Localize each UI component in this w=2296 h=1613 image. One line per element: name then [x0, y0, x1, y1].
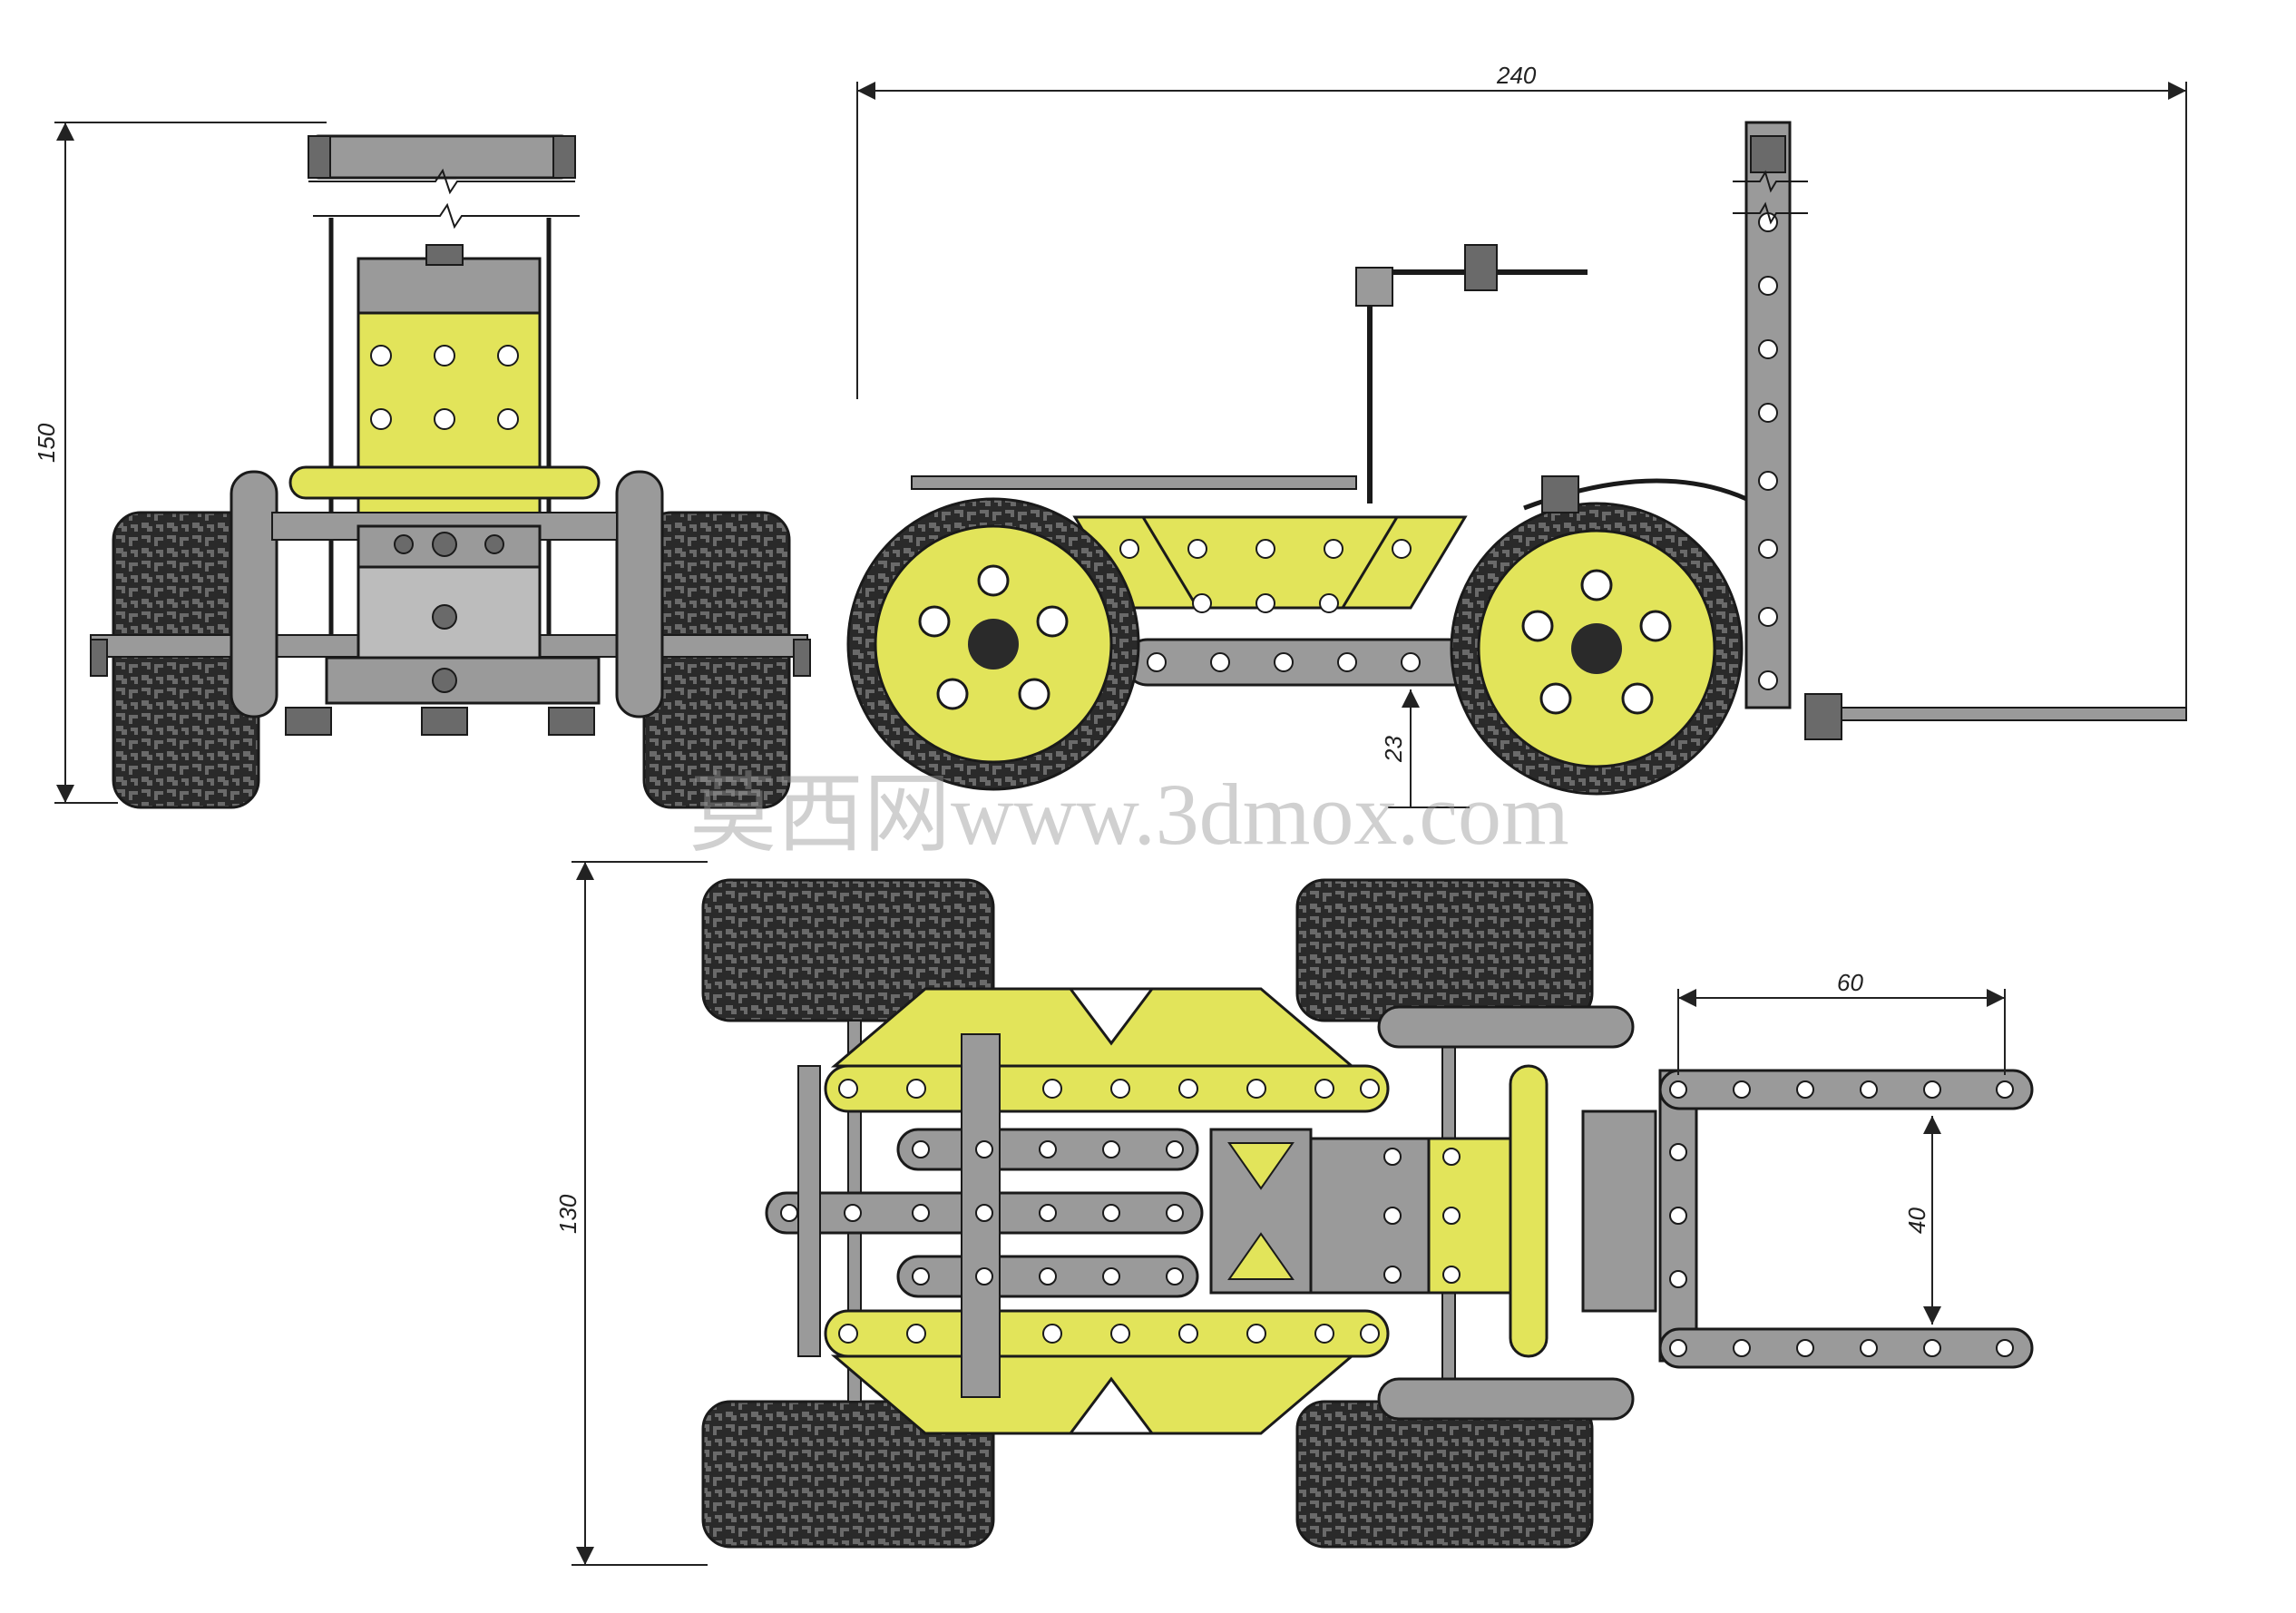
side-length-dimension: 240 [856, 62, 2187, 717]
side-front-wheel [1450, 502, 1744, 796]
top-fork-length-dimension: 60 [1677, 969, 2006, 1075]
top-yellow-truss-upper [830, 987, 1356, 1068]
side-view: 240 [846, 62, 2187, 808]
side-clearance-dimension: 23 [1380, 689, 1470, 808]
side-rear-wheel [846, 497, 1140, 791]
front-height-dimension: 150 [33, 122, 327, 804]
watermark: 莫西网www.3dmox.com [689, 766, 1569, 863]
top-fork-gap-label: 40 [1903, 1207, 1930, 1234]
side-fork-tine [1809, 707, 2187, 721]
top-width-dimension: 130 [554, 861, 708, 1566]
top-yellow-truss-lower [830, 1354, 1356, 1435]
front-right-tire [642, 511, 791, 809]
front-height-label: 150 [33, 423, 60, 463]
top-width-label: 130 [554, 1194, 581, 1234]
side-yellow-truss [1072, 515, 1468, 610]
side-length-label: 240 [1496, 62, 1537, 89]
top-fork-gap-dimension: 40 [1903, 1116, 1941, 1325]
top-front-right-tire [1295, 1400, 1594, 1549]
front-view: 150 [33, 122, 811, 809]
top-fork [1658, 1069, 2034, 1369]
top-fork-length-label: 60 [1837, 969, 1863, 996]
top-view: 130 [554, 861, 2034, 1566]
top-front-left-tire [1295, 878, 1594, 1022]
side-clearance-label: 23 [1380, 736, 1407, 763]
front-roll-bar [308, 134, 580, 635]
